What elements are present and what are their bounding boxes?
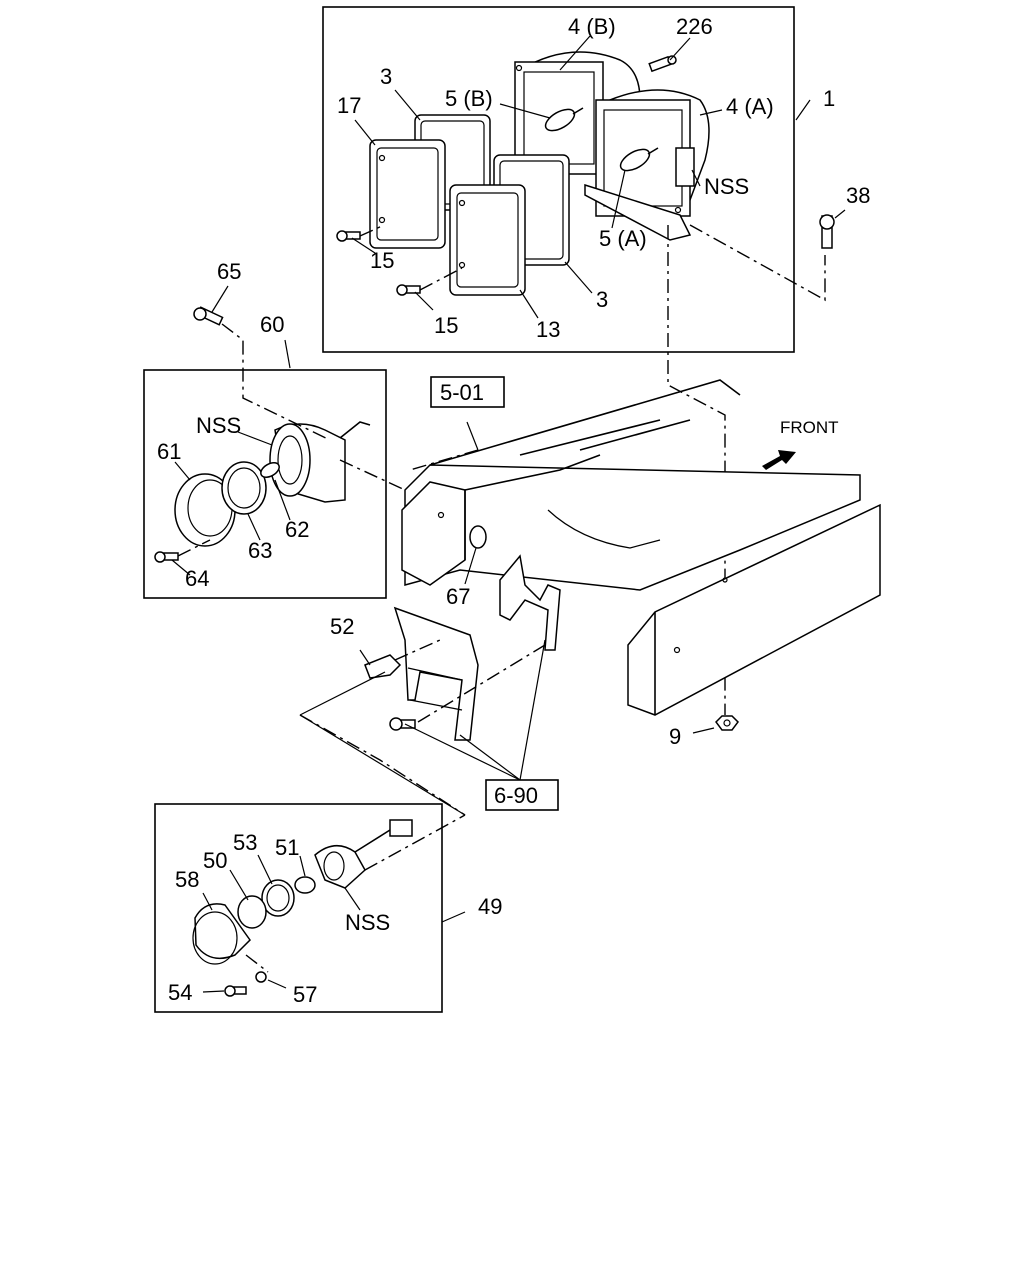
support-bracket	[393, 554, 561, 741]
ref-box-6-90[interactable]: 6-90	[485, 779, 559, 811]
front-label: FRONT	[780, 418, 839, 437]
callout-60: 60	[260, 312, 284, 337]
callout-38: 38	[846, 183, 870, 208]
assembly-line-lamp-49	[364, 814, 466, 871]
bracket-bolt	[389, 717, 416, 731]
lens-50	[237, 895, 267, 929]
callout-nss-group-49: NSS	[345, 910, 390, 935]
assembly-line-bolt-38	[689, 224, 826, 302]
assembly-line-bolt-65	[221, 323, 331, 441]
callout-15-upper: 15	[370, 248, 394, 273]
callout-58: 58	[175, 867, 199, 892]
headlamp-housing-4a	[595, 89, 710, 217]
callout-50: 50	[203, 848, 227, 873]
screw-64	[154, 551, 179, 563]
assembly-line-grommet	[394, 639, 441, 661]
callout-labels: 4 (B) 226 4 (A) 1 5 (B) 3 17 NSS 38 5 (A…	[157, 14, 870, 1007]
bolt-38	[819, 214, 835, 249]
assembly-line-screw-54	[245, 954, 269, 973]
callout-nss-group-60: NSS	[196, 413, 241, 438]
callout-64: 64	[185, 566, 209, 591]
assembly-line-bolt-9	[667, 225, 726, 715]
callout-9: 9	[669, 724, 681, 749]
callout-52: 52	[330, 614, 354, 639]
callout-3-lower: 3	[596, 287, 608, 312]
assembly-line-screw-15b	[419, 267, 463, 291]
gasket-53	[261, 879, 295, 917]
assembly-line-group-49	[299, 714, 466, 816]
screw-15-upper	[336, 230, 361, 242]
callout-53: 53	[233, 830, 257, 855]
leaders-frame	[299, 421, 715, 816]
assembly-line-bracket-bolt	[417, 644, 546, 723]
bulb-51	[294, 876, 316, 894]
nut-9	[715, 715, 739, 731]
callout-4a: 4 (A)	[726, 94, 774, 119]
group-49-frame	[154, 803, 443, 1013]
leaders-group-49	[202, 854, 466, 993]
callout-54: 54	[168, 980, 192, 1005]
callout-13: 13	[536, 317, 560, 342]
assembly-line-group-60	[339, 459, 406, 491]
callout-5a: 5 (A)	[599, 226, 647, 251]
callout-nss-group-1: NSS	[704, 174, 749, 199]
bulb-5b	[544, 107, 584, 132]
cover-58	[192, 903, 251, 965]
clip-67	[469, 525, 487, 549]
leaders-group-60	[171, 285, 291, 576]
assembly-line-5-01	[409, 449, 479, 471]
group-1-frame	[322, 6, 795, 353]
lamp-base-49	[314, 819, 413, 889]
callout-5b: 5 (B)	[445, 86, 493, 111]
callout-65: 65	[217, 259, 241, 284]
bezel-17	[369, 139, 446, 249]
callout-17: 17	[337, 93, 361, 118]
callout-15-lower: 15	[434, 313, 458, 338]
bulb-5a	[619, 147, 659, 172]
callout-61: 61	[157, 439, 181, 464]
callout-51: 51	[275, 835, 299, 860]
callout-67: 67	[446, 584, 470, 609]
bolt-65	[193, 306, 224, 326]
ref-5-01-label: 5-01	[440, 380, 484, 405]
washer-57	[255, 971, 267, 983]
callout-62: 62	[285, 517, 309, 542]
ref-6-90-label: 6-90	[494, 783, 538, 808]
housing-bracket	[584, 183, 692, 241]
callout-226: 226	[676, 14, 713, 39]
screw-54	[224, 985, 247, 997]
gasket-63	[221, 461, 267, 515]
bulb-62	[260, 462, 280, 478]
assembly-line-screw-64	[177, 539, 211, 557]
callout-4b: 4 (B)	[568, 14, 616, 39]
callout-49: 49	[478, 894, 502, 919]
bezel-13	[449, 184, 526, 296]
grommet-52	[364, 654, 402, 679]
front-arrow-icon	[762, 450, 796, 470]
callout-57: 57	[293, 982, 317, 1007]
assembly-line-screw-15a	[359, 225, 383, 237]
callout-3-upper: 3	[380, 64, 392, 89]
group-60-frame	[143, 369, 387, 599]
ref-box-5-01[interactable]: 5-01	[430, 376, 505, 408]
leaders-group-1	[351, 35, 846, 319]
callout-63: 63	[248, 538, 272, 563]
callout-1: 1	[823, 86, 835, 111]
lamp-base-60	[269, 421, 371, 503]
screw-226	[648, 55, 677, 73]
